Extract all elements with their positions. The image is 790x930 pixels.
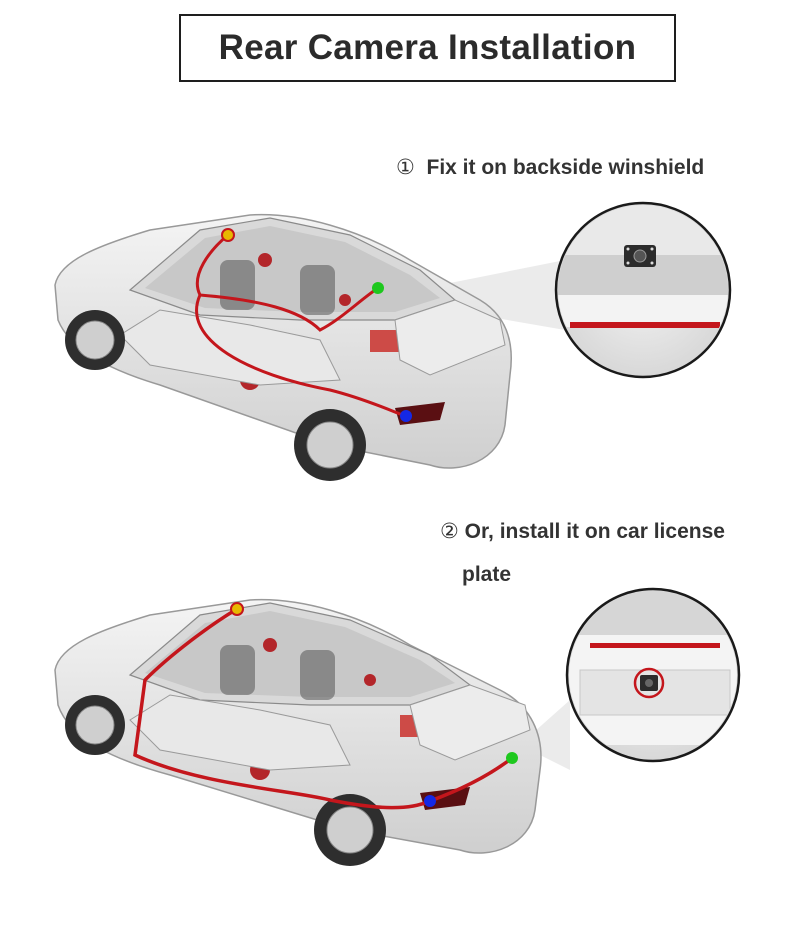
page-title: Rear Camera Installation xyxy=(218,28,637,67)
step-1-marker: ① xyxy=(396,156,415,179)
power-dot xyxy=(424,795,436,807)
zoom-license-plate xyxy=(565,587,741,763)
dash-cam-dot xyxy=(221,228,235,242)
dash-cam-dot xyxy=(230,602,244,616)
title-box: Rear Camera Installation xyxy=(179,14,676,82)
power-dot xyxy=(400,410,412,422)
camera-dot xyxy=(506,752,518,764)
rear-camera-icon xyxy=(633,667,665,699)
step-2-text-continued: plate xyxy=(462,563,512,586)
step-1-text: ① Fix it on backside winshield xyxy=(396,155,704,180)
step-2-text: ② Or, install it on car license xyxy=(440,519,725,544)
camera-dot xyxy=(372,282,384,294)
step-2-marker: ② xyxy=(440,520,459,543)
scene-license-plate-install xyxy=(0,575,790,875)
scene-windshield-install xyxy=(0,190,790,490)
step-2-label: Or, install it on car license xyxy=(464,520,725,543)
zoom-windshield xyxy=(554,201,732,379)
step-1-label: Fix it on backside winshield xyxy=(426,156,705,179)
car-illustration-2 xyxy=(54,587,741,866)
rear-camera-icon xyxy=(624,245,656,267)
car-illustration-1 xyxy=(54,201,732,481)
